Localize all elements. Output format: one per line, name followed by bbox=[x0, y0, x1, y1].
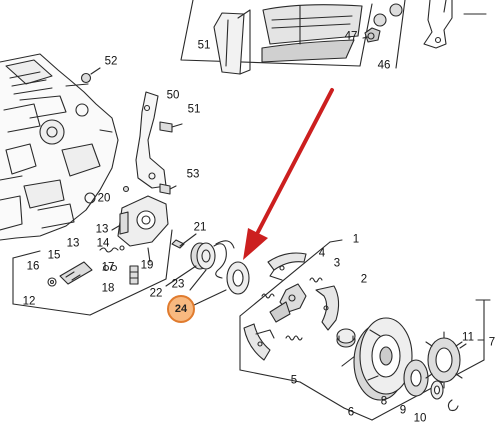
highlighted-part-callout[interactable]: 24 bbox=[167, 295, 195, 323]
pump-screw-18 bbox=[129, 265, 139, 285]
nut-52 bbox=[80, 67, 101, 84]
part-label-11: 11 bbox=[462, 331, 474, 344]
washer-24 bbox=[191, 261, 250, 307]
engine-housing bbox=[0, 53, 119, 241]
part-label-15: 15 bbox=[47, 249, 61, 262]
part-label-7: 7 bbox=[488, 336, 496, 349]
part-label-47: 47 bbox=[344, 30, 358, 43]
part-label-50: 50 bbox=[166, 89, 180, 102]
part-label-53: 53 bbox=[186, 168, 200, 181]
part-label-13a: 13 bbox=[95, 223, 109, 236]
oil-pump-body bbox=[117, 195, 169, 247]
clutch-spring-lower bbox=[285, 335, 303, 341]
spur-sprocket bbox=[425, 331, 463, 389]
part-label-14: 14 bbox=[96, 237, 110, 250]
part-label-51: 51 bbox=[187, 103, 201, 116]
needle-bearing bbox=[336, 328, 356, 348]
top-cover-group bbox=[180, 0, 406, 75]
part-label-19: 19 bbox=[140, 259, 154, 272]
pin-19 bbox=[147, 247, 151, 263]
part-label-48: 51 bbox=[197, 39, 211, 52]
worm-gear bbox=[47, 261, 93, 287]
drum-panel bbox=[299, 299, 491, 421]
pump-seal bbox=[102, 264, 118, 272]
part-label-3: 3 bbox=[333, 257, 341, 270]
bolt-53 bbox=[159, 183, 177, 195]
part-label-52: 52 bbox=[104, 55, 118, 68]
part-label-23: 23 bbox=[171, 278, 185, 291]
part-label-8: 8 bbox=[380, 395, 388, 408]
part-label-20: 20 bbox=[97, 192, 111, 205]
clutch-shoe-right bbox=[315, 285, 340, 331]
part-label-4: 4 bbox=[318, 247, 326, 260]
top-right-bracket bbox=[423, 0, 487, 49]
clutch-panel bbox=[239, 239, 356, 383]
part-label-9: 9 bbox=[399, 404, 407, 417]
part-label-10: 10 bbox=[413, 412, 427, 425]
part-label-22: 22 bbox=[149, 287, 163, 300]
part-label-13b: 13 bbox=[66, 237, 80, 250]
rim-sprocket bbox=[403, 359, 429, 397]
part-label-16: 16 bbox=[26, 260, 40, 273]
e-clip bbox=[447, 399, 459, 412]
bolt-51 bbox=[159, 121, 183, 133]
pump-spring bbox=[99, 245, 125, 253]
clutch-drum bbox=[353, 317, 413, 401]
part-label-18: 18 bbox=[101, 282, 115, 295]
part-label-2: 2 bbox=[360, 273, 368, 286]
part-label-21: 21 bbox=[193, 221, 207, 234]
clutch-shoe-bottom bbox=[243, 323, 275, 361]
clutch-shoe-top bbox=[267, 252, 307, 281]
part-label-17: 17 bbox=[101, 261, 115, 274]
thrust-washer-assembly bbox=[165, 240, 235, 291]
part-label-6: 6 bbox=[347, 406, 355, 419]
clutch-carrier bbox=[269, 283, 307, 323]
part-label-1: 1 bbox=[352, 233, 360, 246]
part-label-46: 46 bbox=[377, 59, 391, 72]
bracket-50 bbox=[135, 91, 167, 189]
drum-washer bbox=[430, 380, 444, 400]
part-label-5: 5 bbox=[290, 374, 298, 387]
part-label-12: 12 bbox=[22, 295, 36, 308]
screw-21 bbox=[171, 233, 197, 249]
red-arrow-icon bbox=[243, 88, 334, 260]
clutch-spring-upper bbox=[261, 277, 323, 299]
